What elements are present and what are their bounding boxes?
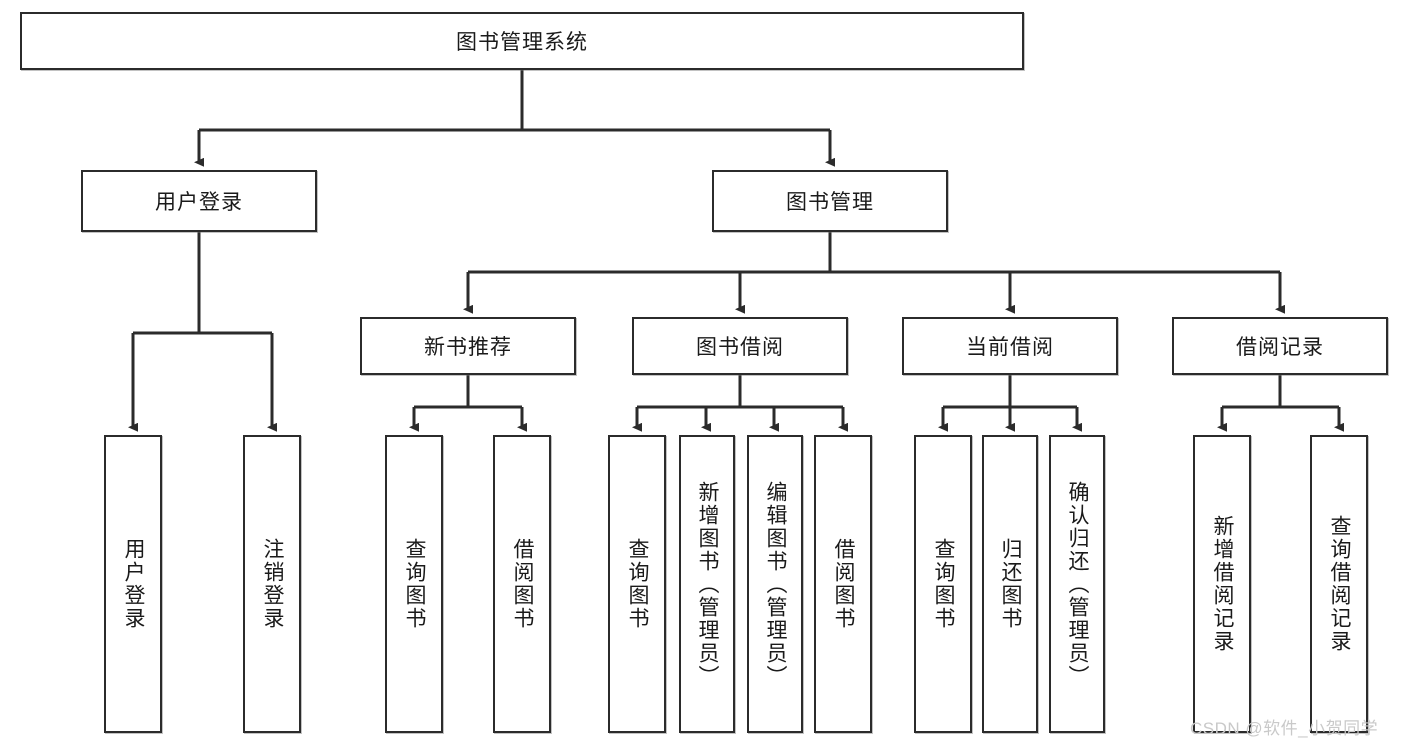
node-root-system[interactable]: 图书管理系统 [20,12,1024,70]
leaf-query-book-borrow[interactable]: 查询图书 [608,435,666,733]
node-book-borrow[interactable]: 图书借阅 [632,317,848,375]
leaf-borrow-book-borrow[interactable]: 借阅图书 [814,435,872,733]
leaf-user-logout[interactable]: 注销登录 [243,435,301,733]
leaf-query-book-current[interactable]: 查询图书 [914,435,972,733]
csdn-watermark: CSDN @软件_小贺同学 [1190,719,1379,738]
node-new-book-recommend[interactable]: 新书推荐 [360,317,576,375]
leaf-return-book[interactable]: 归还图书 [982,435,1038,733]
node-current-borrow[interactable]: 当前借阅 [902,317,1118,375]
leaf-user-login[interactable]: 用户登录 [104,435,162,733]
leaf-add-borrow-record[interactable]: 新增借阅记录 [1193,435,1251,733]
leaf-confirm-return[interactable]: 确认归还（管理员） [1049,435,1105,733]
leaf-add-book[interactable]: 新增图书（管理员） [679,435,735,733]
leaf-query-borrow-record[interactable]: 查询借阅记录 [1310,435,1368,733]
node-borrow-record[interactable]: 借阅记录 [1172,317,1388,375]
node-user-login[interactable]: 用户登录 [81,170,317,232]
leaf-borrow-book-recommend[interactable]: 借阅图书 [493,435,551,733]
leaf-query-book-recommend[interactable]: 查询图书 [385,435,443,733]
leaf-edit-book[interactable]: 编辑图书（管理员） [747,435,803,733]
node-book-management[interactable]: 图书管理 [712,170,948,232]
